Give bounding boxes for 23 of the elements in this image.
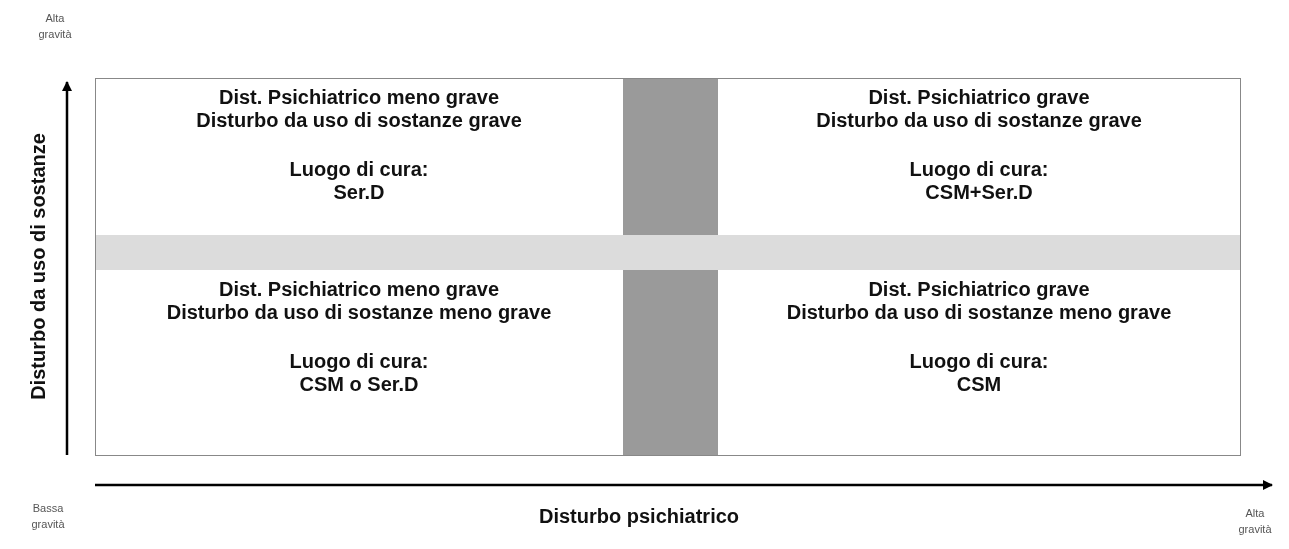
severity-description: Disturbo da uso di sostanze grave (816, 109, 1142, 132)
severity-description: Disturbo da uso di sostanze grave (196, 109, 522, 132)
axis-title: Disturbo da uso di sostanze (26, 132, 50, 400)
severity-description: Dist. Psichiatrico grave (868, 86, 1090, 109)
shaded-band (623, 78, 718, 455)
care-setting-heading: Luogo di cura: (909, 158, 1049, 181)
care-setting: Ser.D (333, 181, 385, 204)
severity-description: Disturbo da uso di sostanze meno grave (166, 301, 552, 324)
axis-end-label: Alta gravità (37, 11, 73, 42)
axis-title: Disturbo psichiatrico (539, 505, 740, 528)
care-setting-heading: Luogo di cura: (289, 350, 429, 373)
axis-end-label: Alta gravità (1237, 506, 1273, 537)
care-setting: CSM (956, 373, 1002, 396)
care-setting-heading: Luogo di cura: (289, 158, 429, 181)
severity-description: Dist. Psichiatrico grave (868, 278, 1090, 301)
severity-description: Dist. Psichiatrico meno grave (218, 86, 500, 109)
severity-description: Dist. Psichiatrico meno grave (218, 278, 500, 301)
shaded-band (95, 235, 1240, 270)
axis-end-label: Bassa gravità (30, 501, 66, 532)
care-setting-heading: Luogo di cura: (909, 350, 1049, 373)
care-setting: CSM+Ser.D (925, 181, 1033, 204)
care-setting: CSM o Ser.D (299, 373, 419, 396)
severity-description: Disturbo da uso di sostanze meno grave (786, 301, 1172, 324)
